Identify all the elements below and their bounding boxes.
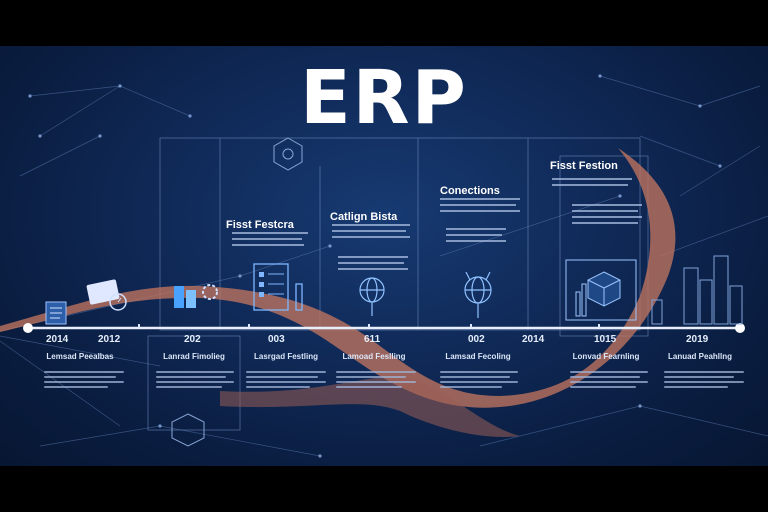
decoration-layer xyxy=(0,74,768,458)
globe-icon xyxy=(359,277,385,316)
timeline-ticks xyxy=(138,324,600,328)
year-label-5: 611 xyxy=(364,334,381,345)
checklist-icon xyxy=(253,263,303,311)
timeline-end-dot xyxy=(735,323,745,333)
caption-text-block-7 xyxy=(664,368,744,391)
stage-caption-2: Catlign Bista xyxy=(330,211,398,223)
year-label-7: 2014 xyxy=(522,334,545,345)
caption-text-block-5 xyxy=(440,368,518,391)
year-label-9: 2019 xyxy=(686,334,709,345)
milestone-caption-2: Lanrad Fimolieg xyxy=(163,352,225,361)
year-label-4: 003 xyxy=(268,334,285,345)
accent-band-lower xyxy=(220,376,520,437)
server-icon xyxy=(86,279,127,311)
timeline-start-dot xyxy=(23,323,33,333)
text-placeholders xyxy=(232,178,642,270)
network-nodes xyxy=(28,74,722,458)
panel-frames xyxy=(147,137,649,431)
stage-caption-4: Fisst Festion xyxy=(550,160,618,172)
milestone-caption-6: Lonvad Fearnling xyxy=(572,352,640,361)
stage-caption-1: Fisst Festcra xyxy=(226,219,294,231)
caption-text-block-2 xyxy=(156,368,234,391)
erp-timeline-stage: ERP Fisst Festcra Catlign Bista Conectio… xyxy=(0,46,768,466)
network-icon xyxy=(464,271,492,318)
year-label-1: 2014 xyxy=(46,334,69,345)
caption-text-block-6 xyxy=(570,368,648,391)
page-title: ERP xyxy=(300,55,468,141)
year-label-3: 202 xyxy=(184,334,201,345)
document-icon xyxy=(45,301,67,325)
stage-caption-3: Conections xyxy=(440,185,500,197)
gear-icon xyxy=(174,284,218,308)
hexagon-icon xyxy=(171,137,303,447)
year-label-6: 002 xyxy=(468,334,485,345)
caption-text-block-1 xyxy=(44,368,124,391)
caption-text-block-4 xyxy=(336,368,416,391)
milestone-caption-4: Lamoad Feslling xyxy=(342,352,406,361)
year-label-2: 2012 xyxy=(98,334,121,345)
milestone-caption-7: Lanuad Peahllng xyxy=(667,352,732,361)
city-icon xyxy=(651,255,743,325)
milestone-caption-5: Lamsad Fecoling xyxy=(445,352,511,361)
year-label-8: 1015 xyxy=(594,334,617,345)
milestone-caption-1: Lemsad Peealbas xyxy=(46,352,114,361)
cube-icon xyxy=(565,259,637,321)
caption-text-block-3 xyxy=(246,368,326,391)
milestone-caption-3: Lasrgad Festling xyxy=(253,352,318,361)
